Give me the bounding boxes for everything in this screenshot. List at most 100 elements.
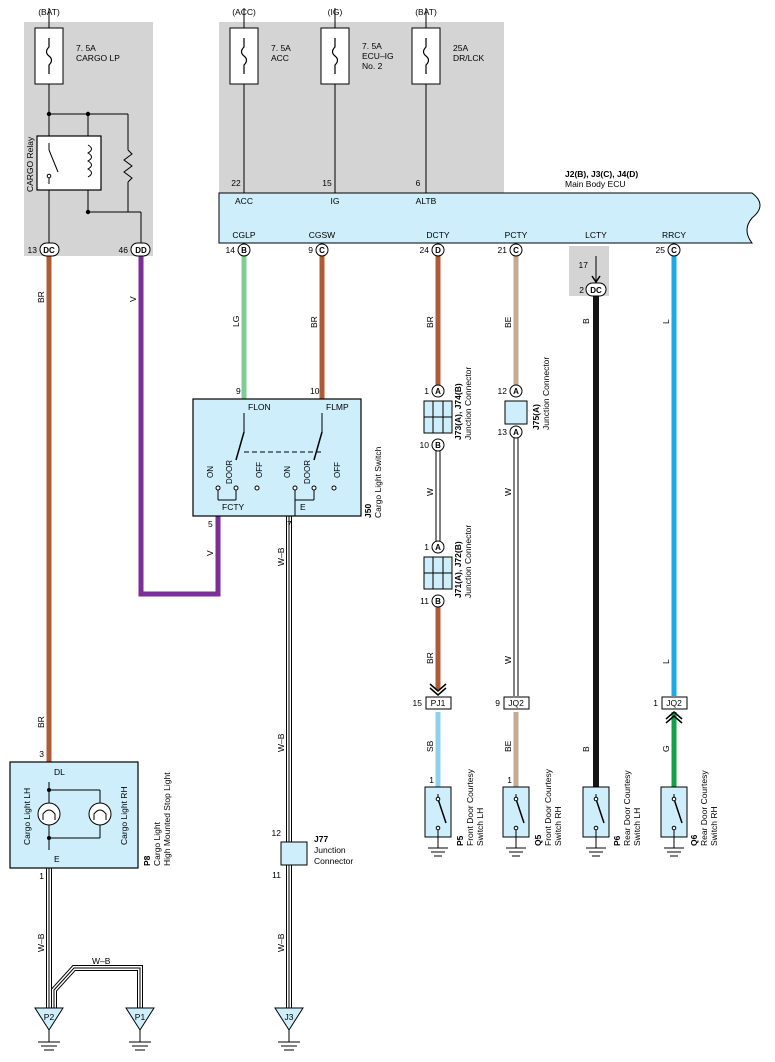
fuse-block-background [219, 22, 504, 193]
fuse-dr-lck [411, 8, 441, 193]
switch-flon: FLON [248, 402, 271, 412]
ecu-pin-9-num: 9 [308, 245, 313, 255]
fuse-ig-name1: ECU–IG [362, 51, 394, 61]
door-switch-q6 [660, 786, 688, 857]
ecu-pin-22-label: ACC [235, 196, 253, 206]
switch-pin-10: 10 [310, 386, 320, 396]
ecu-label-lcty: LCTY [585, 230, 607, 240]
door-switch-p5 [424, 786, 452, 857]
junction-j71 [423, 556, 453, 590]
ecu-label-dcty: DCTY [426, 230, 449, 240]
switch-flmp: FLMP [326, 402, 349, 412]
fuse-acc-source: (ACC) [232, 7, 256, 17]
lamp-e: E [54, 854, 60, 864]
junction-j75 [504, 400, 528, 425]
switch-on-2: ON [283, 466, 292, 478]
fuse-ig-name2: No. 2 [362, 61, 383, 71]
lcty-conn-name: DC [590, 286, 602, 295]
main-body-ecu-block [218, 192, 761, 244]
ground-p1 [125, 1007, 155, 1051]
j71-pin-bot-num: 11 [420, 596, 429, 606]
wire-label-b-lcty: B [581, 318, 591, 324]
ecu-label-rrcy: RRCY [662, 230, 686, 240]
switch-pin-9: 9 [236, 386, 241, 396]
wire-label-br-cgsw: BR [309, 316, 319, 328]
relay-pin-46-num: 46 [119, 245, 129, 255]
cargo-light [9, 761, 139, 869]
wire-label-wb-e: W–B [276, 547, 286, 566]
ground-j3 [274, 1007, 304, 1051]
j73-code: J73(A), J74(B) [453, 383, 463, 440]
switch-pin-5: 5 [208, 519, 213, 529]
jq2b-name: JQ2 [666, 698, 682, 708]
switch-on-1: ON [206, 466, 215, 478]
jq2b-num: 1 [653, 698, 658, 708]
door-switch-p6 [582, 786, 610, 857]
switch-code: J50 [363, 504, 373, 518]
switch-off-1: OFF [255, 462, 264, 478]
ground-p1-label: P1 [135, 1012, 146, 1022]
splice-jq2-pcty [503, 696, 530, 710]
cargo-light-switch [192, 398, 362, 517]
q5-name2: Switch RH [553, 806, 563, 846]
ecu-pin-9-conn: C [319, 246, 325, 255]
lamp-name1: Cargo Light [152, 821, 162, 866]
fuse-ecu-ig [320, 8, 350, 193]
lamp-pin-top: 3 [39, 749, 44, 759]
fuse-cargo-rating: 7. 5A [76, 43, 96, 53]
ecu-code: J2(B), J3(C), J4(D) [565, 169, 638, 179]
q5-pin: 1 [507, 775, 512, 785]
ecu-label-cgsw: CGSW [309, 230, 335, 240]
ecu-pin-14-num: 14 [226, 245, 236, 255]
ecu-pin-14-conn: B [241, 246, 247, 255]
q5-code: Q5 [533, 834, 543, 846]
ground-p2-label: P2 [44, 1012, 55, 1022]
splice-pj1 [425, 683, 452, 710]
switch-e: E [300, 502, 306, 512]
wire-label-w-j73: W [425, 488, 435, 496]
p5-name1: Front Door Courtesy [465, 768, 475, 846]
wire-label-be-pcty: BE [503, 316, 513, 328]
p5-code: P5 [455, 835, 465, 846]
ecu-pin-15-num: 15 [322, 178, 332, 188]
j77-pin-bot: 11 [272, 870, 281, 880]
wire-label-v-fcty: V [205, 550, 215, 556]
wire-label-l-lower: L [661, 659, 671, 664]
wire-label-wb-j77-bot: W–B [276, 933, 286, 952]
switch-door-2: DOOR [303, 460, 312, 484]
j75-pin-bot-num: 13 [498, 427, 508, 437]
switch-fcty: FCTY [222, 502, 245, 512]
fuse-acc-name: ACC [271, 53, 289, 63]
ecu-label-cglp: CGLP [232, 230, 255, 240]
ecu-pin-6-label: ALTB [416, 196, 437, 206]
j73-pin-top-num: 1 [424, 386, 429, 396]
q6-name2: Switch RH [709, 806, 719, 846]
lamp-dl: DL [54, 767, 65, 777]
ecu-pin-24-conn: D [435, 246, 441, 255]
ecu-name: Main Body ECU [565, 179, 625, 189]
j75-pin-top-num: 12 [498, 386, 508, 396]
wire-label-w-j75-b: W [503, 656, 513, 664]
q6-name1: Rear Door Courtesy [699, 770, 709, 846]
ecu-pin-15-label: IG [331, 196, 340, 206]
q5-name1: Front Door Courtesy [543, 768, 553, 846]
switch-name: Cargo Light Switch [373, 446, 383, 518]
pj1-num: 15 [413, 698, 423, 708]
fuse-cargo-source: (BAT) [38, 7, 60, 17]
j73-pin-top-conn: A [435, 387, 441, 396]
pj1-name: PJ1 [431, 698, 446, 708]
j75-pin-bot-conn: A [513, 428, 519, 437]
ecu-pin-25-num: 25 [656, 245, 666, 255]
fuse-ig-source: (IG) [328, 7, 343, 17]
ecu-label-pcty: PCTY [505, 230, 528, 240]
j75-name: Junction Connector [541, 357, 551, 430]
ecu-pin-6-num: 6 [416, 178, 421, 188]
j71-pin-top-conn: A [435, 543, 441, 552]
j71-name: Junction Connector [463, 525, 473, 598]
fuse-cargo-name: CARGO LP [76, 53, 120, 63]
wire-v-relay-to-switch [138, 256, 221, 597]
j77-code: J77 [314, 834, 328, 844]
ecu-pin-21-conn: C [513, 246, 519, 255]
fuse-drlck-rating: 25A [453, 43, 468, 53]
